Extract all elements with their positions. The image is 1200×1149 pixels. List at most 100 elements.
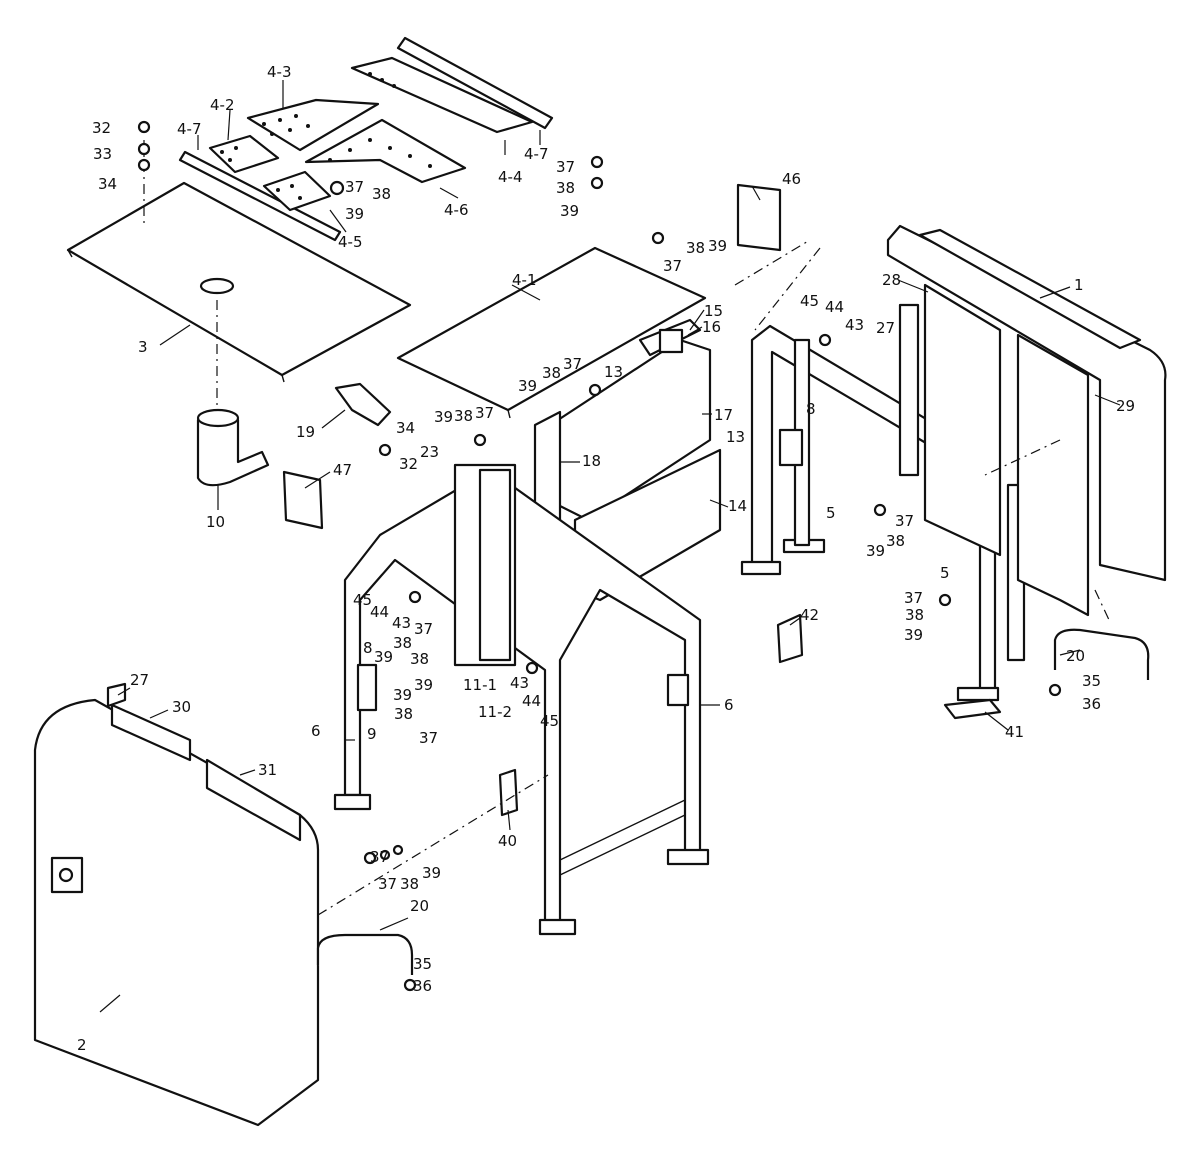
callout-31: 31 [258,761,277,779]
roof-plate-surface [66,181,412,377]
callout-10: 10 [206,513,225,531]
nut-35-rear [1048,683,1062,697]
callout-43-front: 43 [510,674,529,692]
washer-34-top [137,158,151,172]
callout-15: 15 [704,302,723,320]
callout-4-5: 4-5 [338,233,363,251]
callout-27-front: 27 [130,671,149,689]
part-41-plate [943,698,1002,720]
part-4-4-panel [350,56,534,134]
callout-38-frame: 38 [454,407,473,425]
callout-39-left: 39 [374,648,393,666]
callout-11-2: 11-2 [478,703,512,721]
callout-45-left: 45 [353,591,372,609]
callout-39-frame: 39 [434,408,453,426]
callout-38-top-right: 38 [556,179,575,197]
callout-4-3: 4-3 [267,63,292,81]
callout-20-rear: 20 [1066,647,1085,665]
part-27-tab [106,682,127,708]
part-46-bracket [736,183,782,252]
hardware [137,120,1062,992]
washer-38-top-right [590,176,604,190]
rear-frame-foot-right [956,686,1000,702]
frame-foot-center [538,918,577,936]
part-4-2-panel [208,134,280,174]
duct-elbow-body [196,418,270,487]
callout-38-rear-post: 38 [905,606,924,624]
callout-38-front-latch: 38 [394,705,413,723]
callout-3: 3 [138,338,148,356]
callout-28: 28 [882,271,901,289]
part-27-seal-rear [898,303,920,477]
panel-perforations [220,72,432,200]
callout-8-front: 8 [363,639,373,657]
callout-39-roof: 39 [345,205,364,223]
screw-32-top [137,120,151,134]
part-31-seal [205,758,302,842]
callout-37-front-latch: 37 [419,729,438,747]
callout-2: 2 [77,1036,87,1054]
part-6-front-frame [333,463,710,936]
part-42-bracket [776,613,804,664]
callout-35-front: 35 [413,955,432,973]
callout-38-rear: 38 [886,532,905,550]
part-4-6-panel [304,118,467,184]
front-frame-tubes [343,468,702,927]
leader-lines [99,80,1121,1013]
callout-6-right: 6 [724,696,734,714]
small-brackets [282,183,804,817]
callout-4-7-right: 4-7 [524,145,549,163]
callout-44-front: 44 [522,692,541,710]
callout-14: 14 [728,497,747,515]
callout-8-rear: 8 [806,400,816,418]
callout-37-rear-post: 37 [904,589,923,607]
callout-38-roof: 38 [372,185,391,203]
rear-frame-foot-left [740,560,782,576]
callout-5-rear: 5 [826,504,836,522]
callout-47: 47 [333,461,352,479]
part-8-latch-rear [778,428,804,467]
callout-4-2: 4-2 [210,96,235,114]
callout-37-extra: 37 [370,848,389,866]
main-roof-surface [396,246,707,412]
rear-door-shell [886,224,1167,582]
callout-38-box: 38 [686,239,705,257]
callout-33: 33 [93,145,112,163]
callout-38-box-top: 38 [542,364,561,382]
screw-43-left [408,590,422,604]
callout-38-left: 38 [393,634,412,652]
screw-37-rear [873,503,887,517]
callout-39-front-latch: 39 [414,676,433,694]
callout-39-box-top: 39 [518,377,537,395]
callout-17: 17 [714,406,733,424]
callout-23: 23 [420,443,439,461]
screw-37-box-top [588,383,602,397]
callout-19: 19 [296,423,315,441]
callout-34-top: 34 [98,175,117,193]
screw-43-rear [818,333,832,347]
callout-43-rear: 43 [845,316,864,334]
screw-37-top-right [590,155,604,169]
part-16-block [658,328,684,354]
callout-46: 46 [782,170,801,188]
part-40-bracket [498,768,519,817]
callout-44-left: 44 [370,603,389,621]
assembly-lines [317,239,1111,916]
rear-door-top-slot [918,228,1142,350]
duct-elbow-top [196,408,240,428]
screw-37-rear-post [938,593,952,607]
callout-39-box: 39 [708,237,727,255]
callout-34-lower: 34 [396,419,415,437]
callout-13-side: 13 [726,428,745,446]
callout-4-7-left: 4-7 [177,120,202,138]
callout-29: 29 [1116,397,1135,415]
part-4-3-panel [246,98,380,152]
callout-44-rear: 44 [825,298,844,316]
callout-30: 30 [172,698,191,716]
callout-27-rear: 27 [876,319,895,337]
callout-20-front: 20 [410,897,429,915]
screw-32-lower [378,443,392,457]
callout-36-front: 36 [413,977,432,995]
